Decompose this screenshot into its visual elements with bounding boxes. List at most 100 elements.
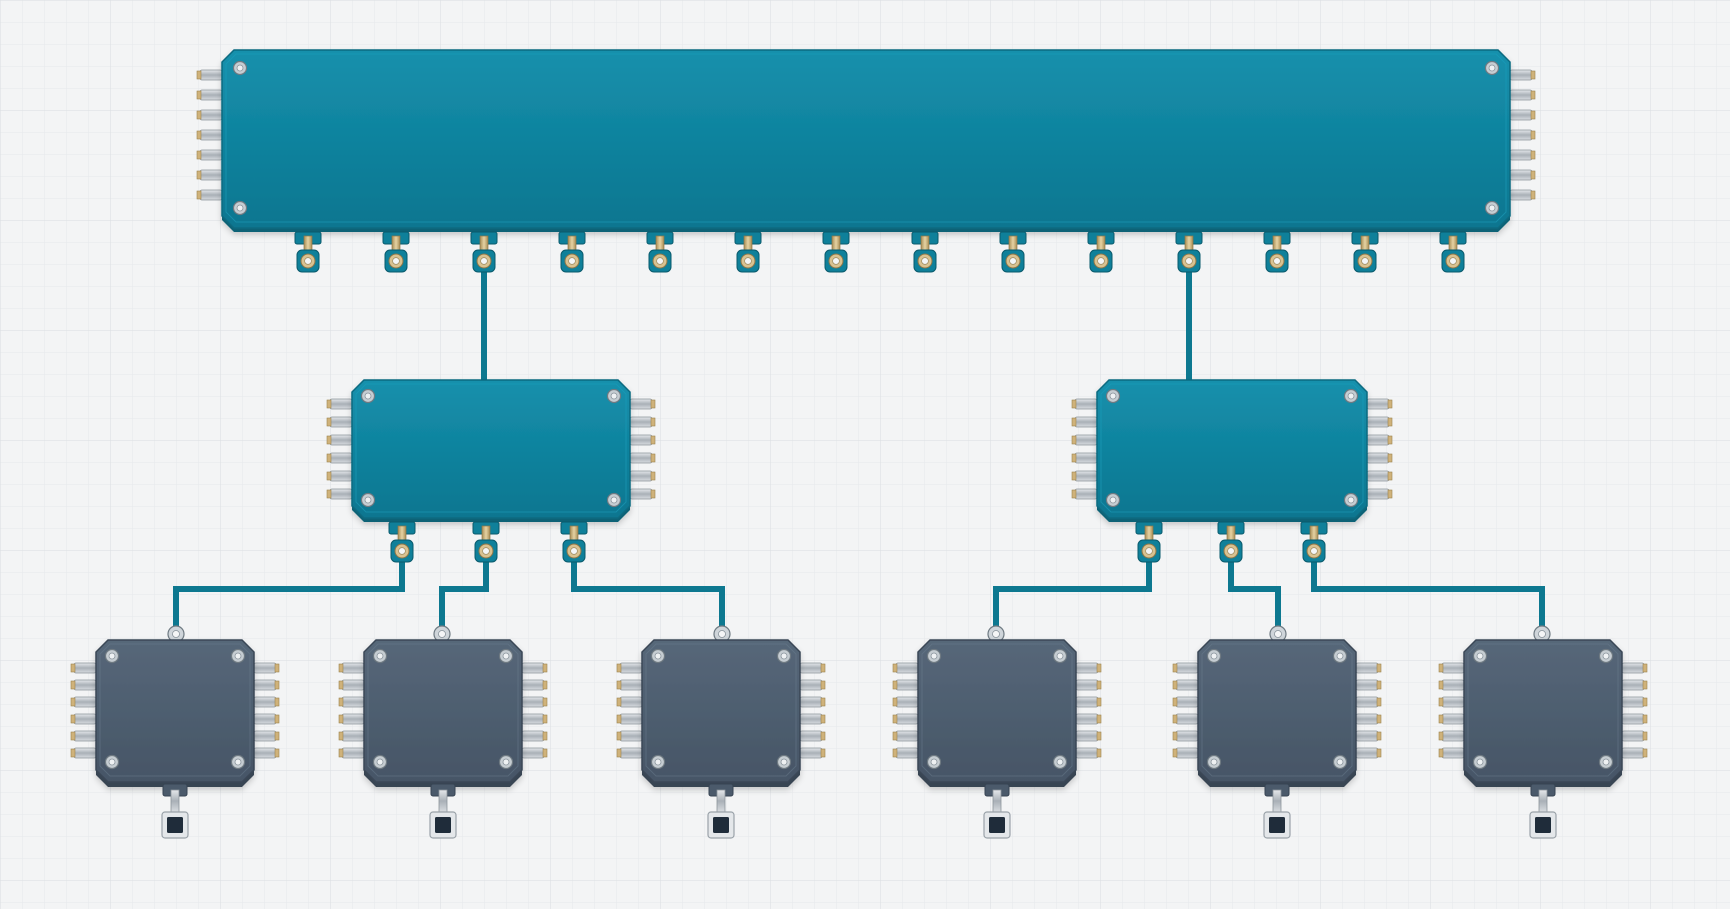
leaf-left-pin	[895, 713, 919, 725]
hub-bottom-pin	[560, 521, 588, 563]
leaf-right-pin	[253, 713, 277, 725]
root-right-pin	[1509, 169, 1533, 181]
leaf-left-pin	[895, 679, 919, 691]
root-left-pin	[199, 129, 223, 141]
leaf-right-pin	[1621, 747, 1645, 759]
root-bottom-pin	[822, 231, 850, 273]
hub-right-pin	[629, 452, 653, 464]
leaf-left-pin	[1441, 662, 1465, 674]
leaf-left-pin	[619, 679, 643, 691]
node-2	[338, 625, 548, 839]
leaf-right-pin	[1075, 679, 1099, 691]
leaf-right-pin	[253, 662, 277, 674]
leaf-left-pin	[73, 679, 97, 691]
hub-right-pin	[629, 488, 653, 500]
node-5-body	[1197, 639, 1357, 787]
leaf-right-pin	[521, 679, 545, 691]
root-bottom-pin	[558, 231, 586, 273]
leaf-right-pin	[521, 747, 545, 759]
hub-right-pin	[629, 416, 653, 428]
hub-left-pin	[329, 452, 353, 464]
root-left-pin	[199, 69, 223, 81]
root-bottom-pin	[646, 231, 674, 273]
leaf-right-pin	[799, 713, 823, 725]
root-left-pin	[199, 169, 223, 181]
hub-left-pin	[1074, 416, 1098, 428]
leaf-left-pin	[1175, 730, 1199, 742]
leaf-left-pin	[341, 730, 365, 742]
root-bottom-pin	[1175, 231, 1203, 273]
leaf-right-pin	[521, 730, 545, 742]
hub-left-pin	[1074, 470, 1098, 482]
root-left-pin	[199, 189, 223, 201]
node-4-body	[917, 639, 1077, 787]
root-bottom-pin	[1087, 231, 1115, 273]
hub-right-body	[1096, 379, 1368, 522]
hub-left-pin	[1074, 452, 1098, 464]
leaf-left-pin	[1441, 730, 1465, 742]
sensor-pad	[429, 783, 457, 839]
leaf-right-pin	[253, 696, 277, 708]
leaf-left-pin	[895, 696, 919, 708]
sensor-pad	[161, 783, 189, 839]
leaf-right-pin	[253, 679, 277, 691]
node-1-body	[95, 639, 255, 787]
leaf-right-pin	[1355, 662, 1379, 674]
hub-left-pin	[1074, 488, 1098, 500]
root-right-pin	[1509, 89, 1533, 101]
leaf-left-pin	[1175, 747, 1199, 759]
root-right-pin	[1509, 149, 1533, 161]
node-4	[892, 625, 1102, 839]
leaf-left-pin	[1441, 747, 1465, 759]
leaf-left-pin	[73, 713, 97, 725]
sensor-pad	[1529, 783, 1557, 839]
hub-left-pin	[329, 470, 353, 482]
leaf-left-pin	[619, 747, 643, 759]
hub-left-pin	[329, 434, 353, 446]
leaf-left-pin	[341, 679, 365, 691]
hub-left-pin	[329, 416, 353, 428]
leaf-left-pin	[619, 696, 643, 708]
sensor-pad	[983, 783, 1011, 839]
root-hub	[196, 49, 1536, 273]
leaf-right-pin	[521, 696, 545, 708]
root-bottom-pin	[734, 231, 762, 273]
leaf-right-pin	[1355, 730, 1379, 742]
root-bottom-pin	[1263, 231, 1291, 273]
root-right-pin	[1509, 189, 1533, 201]
leaf-right-pin	[1355, 713, 1379, 725]
hub-left-pin	[329, 488, 353, 500]
node-5	[1172, 625, 1382, 839]
trace-hub-left-to-node-1	[173, 558, 405, 630]
hub-right-pin	[1366, 398, 1390, 410]
leaf-left-pin	[73, 662, 97, 674]
root-left-pin	[199, 109, 223, 121]
leaf-left-pin	[619, 713, 643, 725]
leaf-right-pin	[799, 730, 823, 742]
root-bottom-pin	[294, 231, 322, 273]
leaf-right-pin	[521, 713, 545, 725]
leaf-right-pin	[1075, 713, 1099, 725]
hub-left-pin	[1074, 398, 1098, 410]
leaf-right-pin	[1355, 747, 1379, 759]
hub-right-pin	[629, 470, 653, 482]
root-bottom-pin	[911, 231, 939, 273]
leaf-left-pin	[341, 696, 365, 708]
hub-right	[1071, 379, 1393, 563]
hub-bottom-pin	[1300, 521, 1328, 563]
leaf-left-pin	[895, 662, 919, 674]
hub-right-pin	[1366, 416, 1390, 428]
root-hub-body	[221, 49, 1511, 232]
hub-bottom-pin	[1135, 521, 1163, 563]
leaf-left-pin	[1175, 662, 1199, 674]
chip-layer	[70, 49, 1648, 839]
root-bottom-pin	[1439, 231, 1467, 273]
root-right-pin	[1509, 109, 1533, 121]
leaf-right-pin	[799, 662, 823, 674]
leaf-left-pin	[619, 662, 643, 674]
node-3	[616, 625, 826, 839]
hub-bottom-pin	[472, 521, 500, 563]
leaf-left-pin	[341, 713, 365, 725]
hub-bottom-pin	[1217, 521, 1245, 563]
